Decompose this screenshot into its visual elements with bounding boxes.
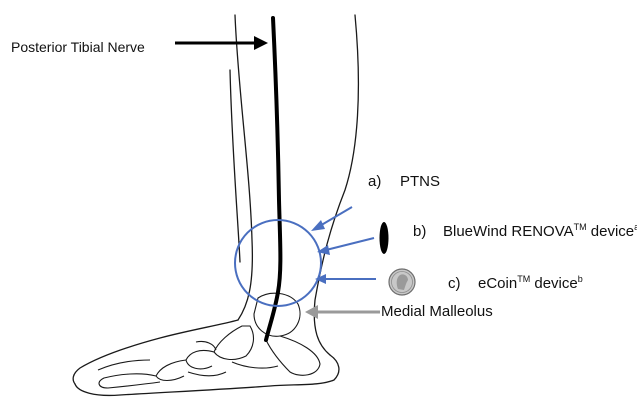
option-c-name: eCoin [478,275,517,292]
leg-outline [73,15,358,395]
option-c-label: c) eCoinTM deviceb [448,276,583,291]
option-b-tm: TM [574,222,587,232]
option-b-label: b)BlueWind RENOVATM devicea [413,224,637,239]
option-c-tm: TM [517,274,530,284]
option-a-marker: a) [368,174,394,189]
nerve-arrow [175,36,268,50]
option-a-text: PTNS [400,173,440,190]
posterior-tibial-nerve [266,18,280,340]
nerve-label: Posterior Tibial Nerve [11,40,145,54]
option-b-marker: b) [413,224,437,239]
option-a-label: a) PTNS [368,174,440,189]
renova-arrow [317,238,374,255]
ecoin-arrow [315,274,376,284]
option-c-note: b [578,274,583,284]
malleolus-label: Medial Malleolus [381,304,493,319]
ecoin-device-icon [389,269,415,295]
renova-device-icon [380,222,389,254]
malleolus-arrow [305,305,380,319]
option-c-suffix: device [530,275,578,292]
option-b-name: BlueWind RENOVA [443,223,574,240]
option-b-suffix: device [587,223,635,240]
option-c-marker: c) [448,276,472,291]
ankle-bones [98,293,320,388]
